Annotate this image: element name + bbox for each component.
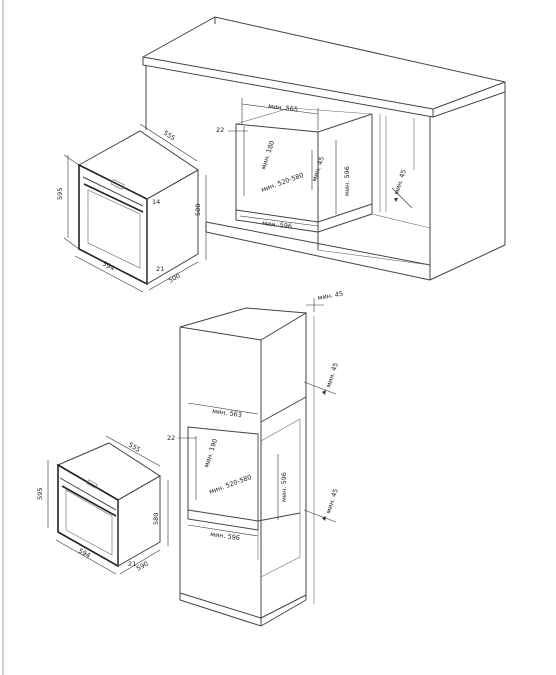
bottom-cabinet-drawing <box>179 307 315 627</box>
top-oven-offset-label: 21 <box>156 265 164 273</box>
top-oven-display <box>110 179 125 190</box>
bottom-oven-door-glass <box>65 489 113 556</box>
bottom-oven-height-label: 595 <box>36 488 44 500</box>
top-niche-depth-label: мин. 596 <box>343 166 351 196</box>
bottom-niche-min-height-label: мин. 190 <box>202 438 219 469</box>
top-niche-dimensions: мин. 565 22 мин. 180 мин. 520-580 мин. 4… <box>216 98 413 231</box>
top-oven-body-depth-label: 500 <box>167 272 182 285</box>
bottom-niche-gap-label: 22 <box>167 434 175 442</box>
bottom-oven-depth-label: 555 <box>127 441 142 454</box>
bottom-low-vent-label: мин. 45 <box>324 488 340 515</box>
top-niche-bottom-label: мин. 596 <box>262 219 293 231</box>
top-oven-width-label: 594 <box>101 260 116 273</box>
bottom-niche-dimensions: мин. 563 22 мин. 190 мин. 520-580 мин. 5… <box>167 290 344 543</box>
bottom-oven-handle <box>61 485 117 517</box>
top-niche-gap-label: 22 <box>216 126 224 134</box>
top-niche-width-label: мин. 565 <box>268 102 299 114</box>
top-oven-handle <box>83 183 144 213</box>
top-oven-door-offset-label: 14 <box>152 198 160 206</box>
top-oven-drawing <box>77 130 199 286</box>
bottom-oven-width-label: 594 <box>77 547 92 560</box>
top-niche-vent-label: мин. 45 <box>310 156 326 183</box>
bottom-top-vent-label: мин. 45 <box>317 290 344 302</box>
bottom-oven-drawing <box>56 442 161 568</box>
top-cabinet-drawing <box>142 16 506 281</box>
top-oven-depth-label: 555 <box>162 129 177 142</box>
bottom-niche-height-range-label: мин. 520-580 <box>208 473 253 496</box>
bottom-niche-depth-label: мин. 596 <box>280 472 288 502</box>
bottom-oven-dimensions: 595 594 555 590 580 21 <box>36 435 169 575</box>
top-niche-min-height-label: мин. 180 <box>259 140 276 171</box>
top-oven-door-glass <box>87 189 141 269</box>
bottom-niche-bottom-label: мин. 596 <box>210 530 241 542</box>
top-niche-height-range-label: мин. 520-580 <box>260 171 305 194</box>
top-side-vent-label: мин. 45 <box>392 169 408 196</box>
bottom-oven-body-depth-label: 590 <box>135 560 150 573</box>
top-oven-side-height-label: 580 <box>194 204 202 216</box>
top-oven-height-label: 595 <box>56 188 64 200</box>
bottom-oven-side-height-label: 580 <box>152 513 160 525</box>
bottom-mid-vent-label: мин. 45 <box>324 362 340 389</box>
bottom-oven-offset-label: 21 <box>128 560 136 568</box>
bottom-niche-width-label: мин. 563 <box>212 407 243 419</box>
bottom-oven-display <box>86 479 98 489</box>
